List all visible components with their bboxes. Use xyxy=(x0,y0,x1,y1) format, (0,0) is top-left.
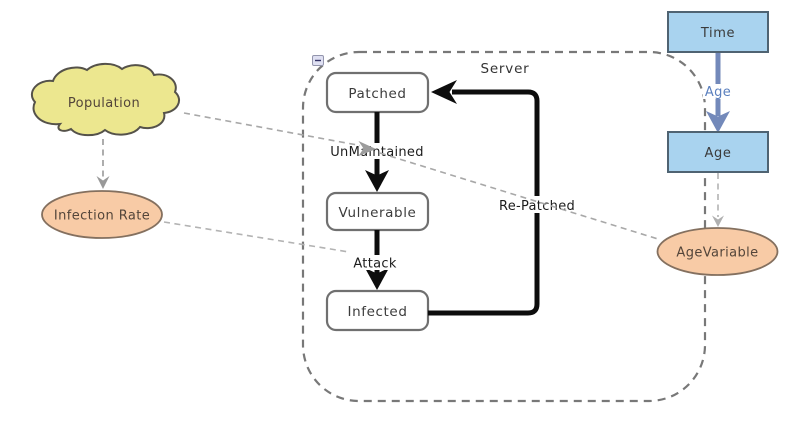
state-patched-label: Patched xyxy=(348,86,406,102)
svg-text:Age: Age xyxy=(705,85,731,100)
stock-time[interactable] xyxy=(667,11,769,53)
transition-attack-arrowhead xyxy=(365,268,389,290)
dependency-arrowhead xyxy=(712,215,724,227)
transition-unmaintained-label: UnMaintained xyxy=(329,143,425,160)
collapse-icon[interactable] xyxy=(312,55,324,66)
dependency-population-infectionrate[interactable] xyxy=(96,139,110,189)
dependency-population-unmaintained[interactable] xyxy=(183,112,376,156)
svg-text:Attack: Attack xyxy=(353,257,396,272)
variable-infection-rate-label: Infection Rate xyxy=(54,209,150,224)
transition-attack-label: Attack xyxy=(350,255,400,272)
flow-age-name-label: Age xyxy=(703,84,733,100)
svg-text:UnMaintained: UnMaintained xyxy=(330,145,424,160)
stock-time-label: Time xyxy=(700,26,735,41)
dependency-age-agevariable[interactable] xyxy=(712,173,724,227)
state-infected-label: Infected xyxy=(348,304,408,320)
state-vulnerable-label: Vulnerable xyxy=(339,205,417,221)
server-group-boundary[interactable] xyxy=(301,50,707,403)
dependency-agevariable-unmaintained[interactable] xyxy=(379,152,659,240)
transition-repatched-label: Re-Patched xyxy=(494,196,580,214)
transition-repatched-arrowhead xyxy=(431,80,457,104)
variable-infection-rate[interactable] xyxy=(41,190,163,239)
stock-age[interactable] xyxy=(667,131,769,173)
dependency-arrowhead xyxy=(358,141,376,156)
flow-age-arrowhead xyxy=(706,111,730,133)
cloud-population-label: Population xyxy=(68,96,140,111)
dependency-arrowhead xyxy=(96,176,110,189)
dependency-infectionrate-attack[interactable] xyxy=(163,221,350,253)
variable-age-variable[interactable] xyxy=(656,227,779,276)
transition-unmaintained-arrowhead xyxy=(365,170,389,192)
variable-age-variable-label: AgeVariable xyxy=(676,246,758,261)
server-group-label: Server xyxy=(480,61,529,77)
cloud-population[interactable] xyxy=(30,62,180,137)
stock-age-label: Age xyxy=(705,146,732,161)
svg-text:Re-Patched: Re-Patched xyxy=(499,199,575,214)
